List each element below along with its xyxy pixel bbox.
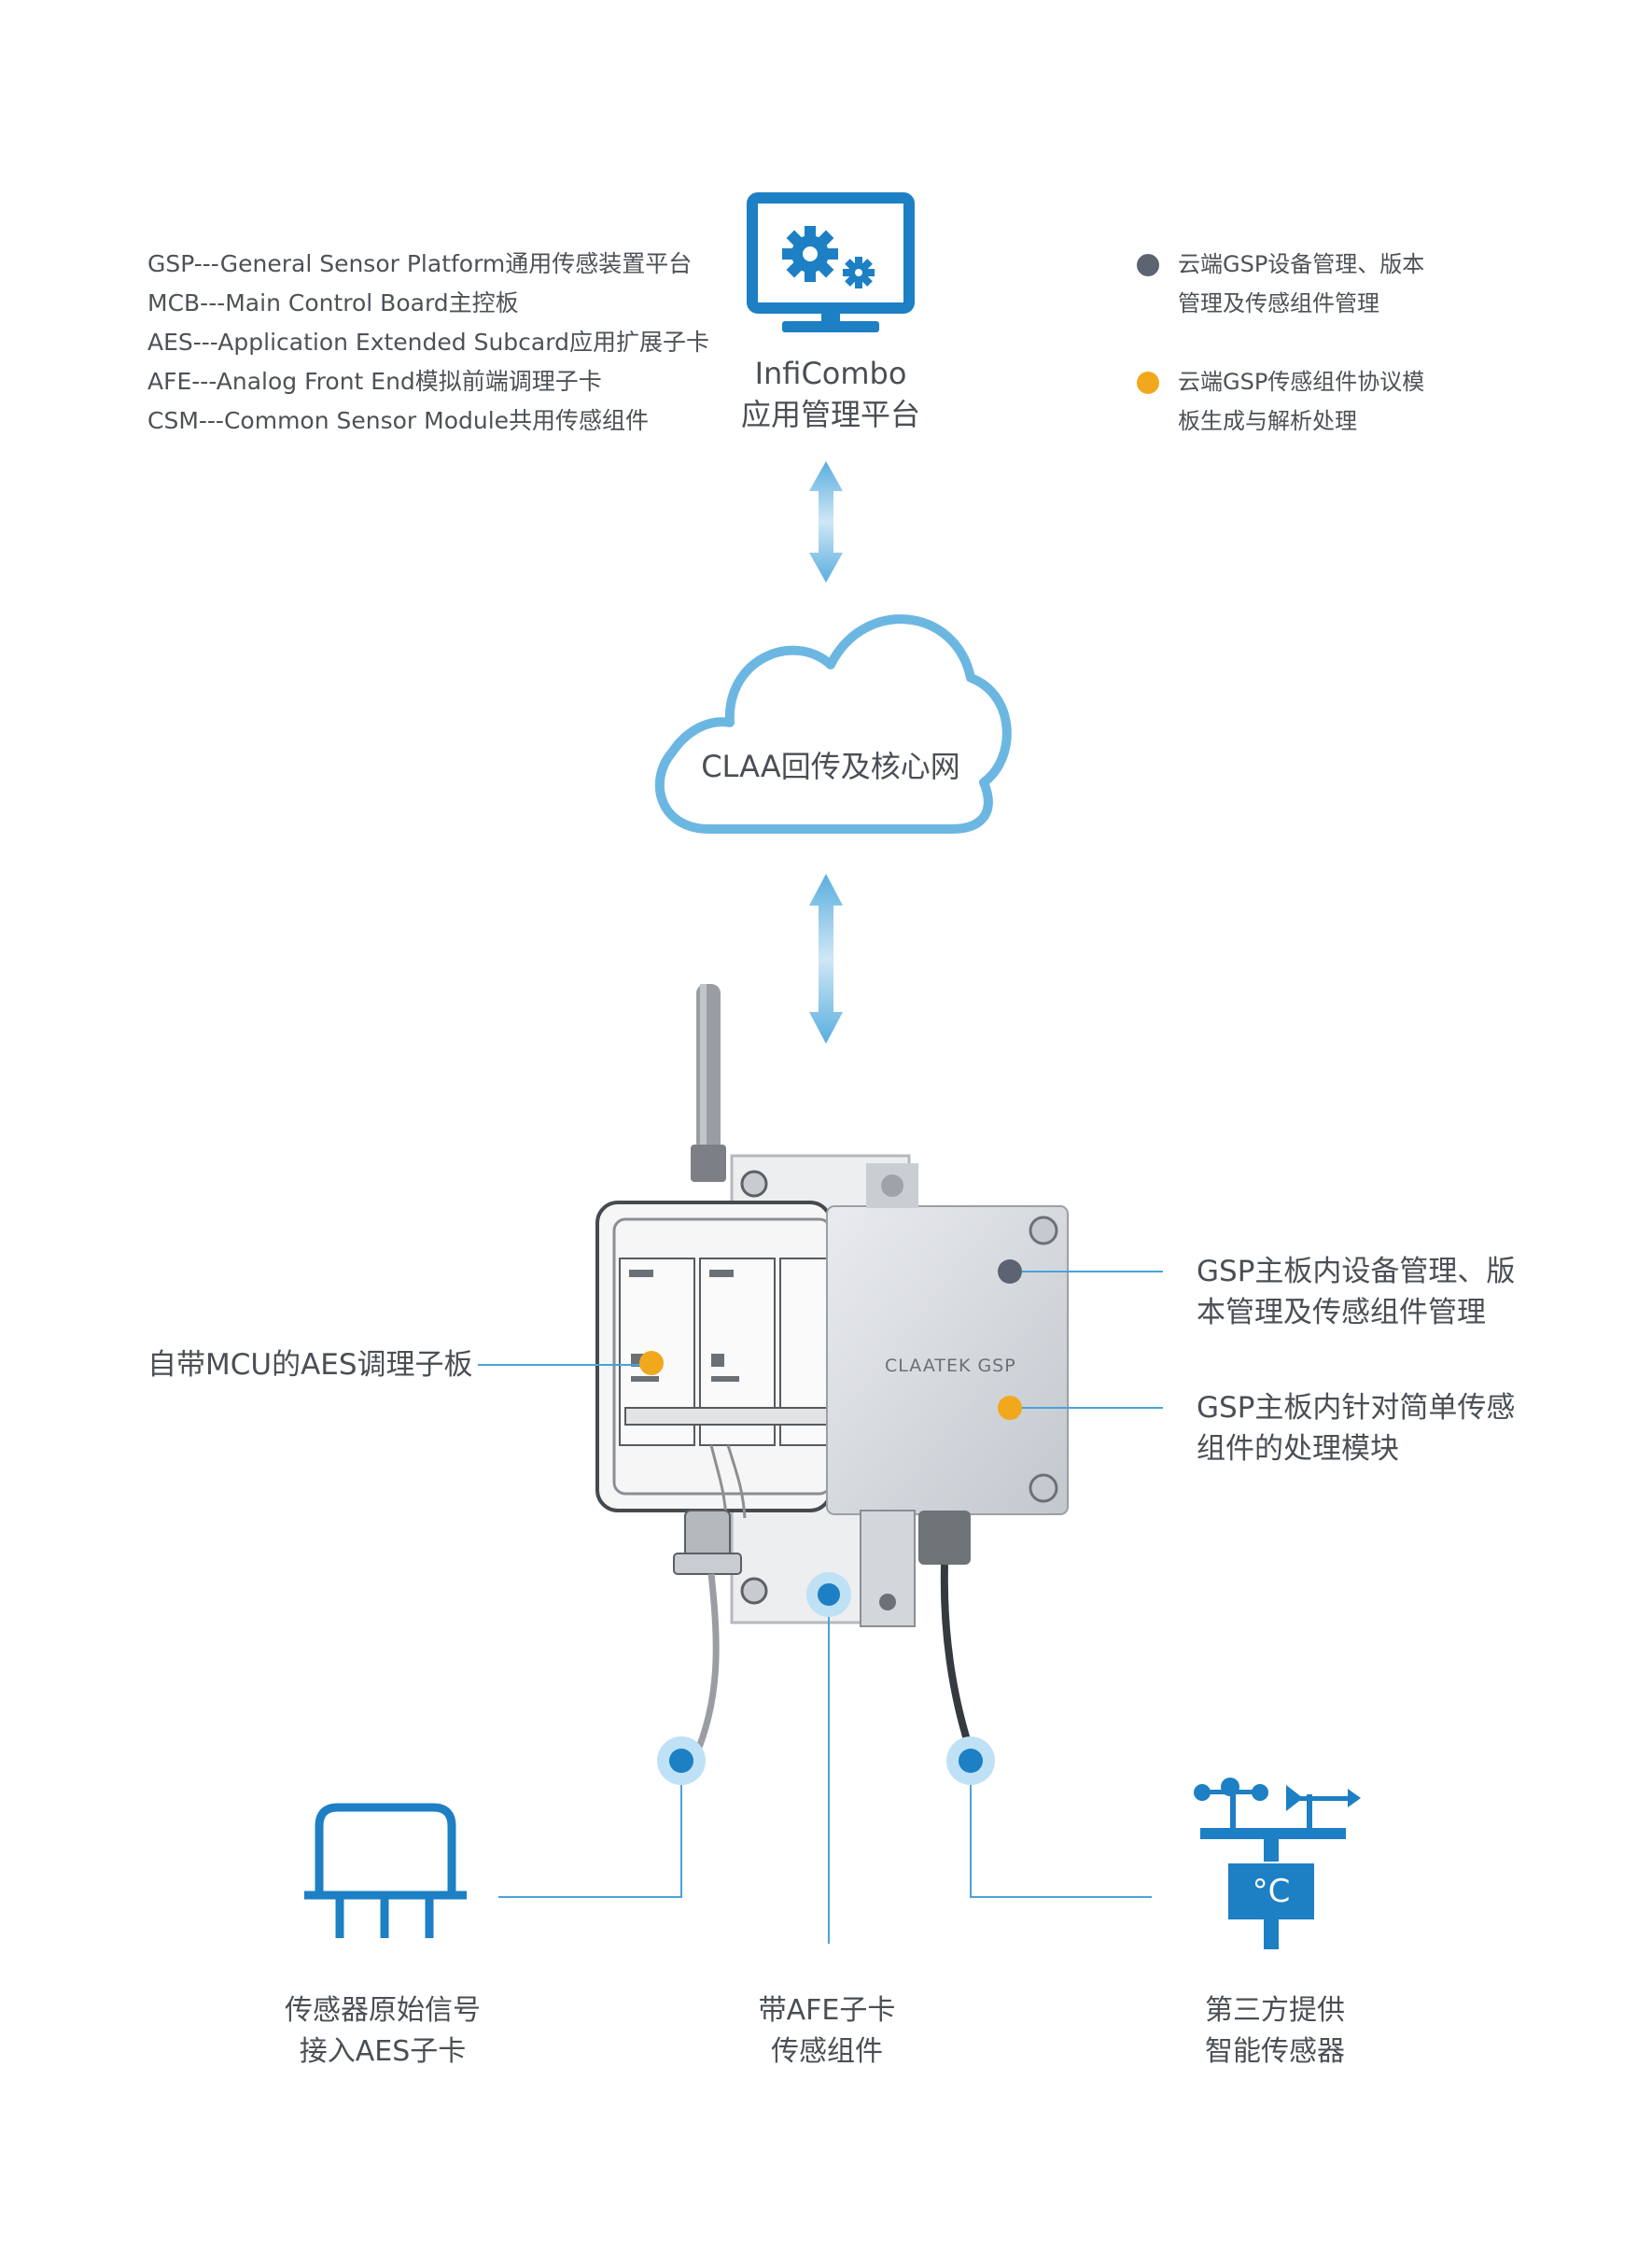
label-text: 带AFE子卡 bbox=[758, 1994, 896, 2027]
label-text: 传感组件 bbox=[771, 2035, 883, 2068]
device-brand-label: CLAATEK GSP bbox=[885, 1356, 1016, 1376]
abbreviation-mcb: MCB---Main Control Board主控板 bbox=[147, 289, 519, 316]
callout-text: GSP主板内针对简单传感 bbox=[1197, 1391, 1516, 1425]
legend-orange-dot bbox=[1137, 372, 1159, 394]
label-text: 接入AES子卡 bbox=[299, 2035, 467, 2068]
label-text: 智能传感器 bbox=[1205, 2035, 1345, 2068]
callout-aes: 自带MCU的AES调理子板 bbox=[147, 1348, 473, 1382]
legend-item-text: 板生成与解析处理 bbox=[1178, 408, 1357, 434]
double-arrow-icon bbox=[809, 874, 843, 1044]
label-raw-sensor: 传感器原始信号 接入AES子卡 bbox=[233, 1990, 532, 2073]
callout-lines bbox=[478, 1271, 1163, 1944]
legend: 云端GSP设备管理、版本 管理及传感组件管理 云端GSP传感组件协议模 板生成与… bbox=[1137, 245, 1486, 480]
abbreviation-aes: AES---Application Extended Subcard应用扩展子卡 bbox=[147, 329, 709, 356]
platform-subtitle: 应用管理平台 bbox=[740, 397, 920, 432]
thermometer-unit: °C bbox=[1252, 1873, 1291, 1910]
label-text: 第三方提供 bbox=[1205, 1994, 1345, 2027]
afe-connector-dot bbox=[806, 1572, 851, 1617]
monitor-gear-icon bbox=[747, 192, 915, 332]
smart-sensor-dot bbox=[946, 1736, 995, 1785]
double-arrow-icon bbox=[809, 461, 843, 583]
label-afe-component: 带AFE子卡 传感组件 bbox=[678, 1990, 976, 2073]
mcb-processing-dot bbox=[998, 1396, 1022, 1420]
legend-gray-dot bbox=[1137, 254, 1159, 276]
legend-item-text: 云端GSP传感组件协议模 bbox=[1178, 369, 1425, 395]
raw-sensor-icon bbox=[304, 1803, 467, 1938]
cloud-icon bbox=[654, 614, 1012, 834]
label-smart-sensor: 第三方提供 智能传感器 bbox=[1126, 1990, 1424, 2073]
abbreviation-list: GSP---General Sensor Platform通用传感装置平台 MC… bbox=[147, 245, 709, 441]
callout-text: 组件的处理模块 bbox=[1197, 1432, 1399, 1466]
platform-label: InfiCombo 应用管理平台 bbox=[644, 353, 1017, 435]
label-text: 传感器原始信号 bbox=[285, 1994, 481, 2027]
raw-signal-dot bbox=[657, 1736, 706, 1785]
legend-item-management: 云端GSP设备管理、版本 管理及传感组件管理 bbox=[1137, 245, 1486, 323]
callout-text: GSP主板内设备管理、版 bbox=[1197, 1255, 1516, 1288]
abbreviation-gsp: GSP---General Sensor Platform通用传感装置平台 bbox=[147, 250, 693, 277]
callout-mcb-management: GSP主板内设备管理、版 本管理及传感组件管理 bbox=[1197, 1251, 1515, 1333]
legend-item-text: 管理及传感组件管理 bbox=[1178, 290, 1379, 316]
abbreviation-afe: AFE---Analog Front End模拟前端调理子卡 bbox=[147, 368, 602, 395]
legend-item-protocol: 云端GSP传感组件协议模 板生成与解析处理 bbox=[1137, 362, 1486, 441]
mcb-management-dot bbox=[998, 1259, 1022, 1284]
abbreviation-csm: CSM---Common Sensor Module共用传感组件 bbox=[147, 407, 650, 434]
weather-station-icon bbox=[1194, 1778, 1361, 1949]
callout-text: 本管理及传感组件管理 bbox=[1197, 1296, 1486, 1329]
legend-item-text: 云端GSP设备管理、版本 bbox=[1178, 251, 1425, 277]
callout-mcb-processing: GSP主板内针对简单传感 组件的处理模块 bbox=[1197, 1387, 1515, 1469]
cloud-label: CLAA回传及核心网 bbox=[701, 749, 960, 784]
aes-dot bbox=[639, 1351, 664, 1375]
platform-name: InfiCombo bbox=[754, 356, 907, 391]
